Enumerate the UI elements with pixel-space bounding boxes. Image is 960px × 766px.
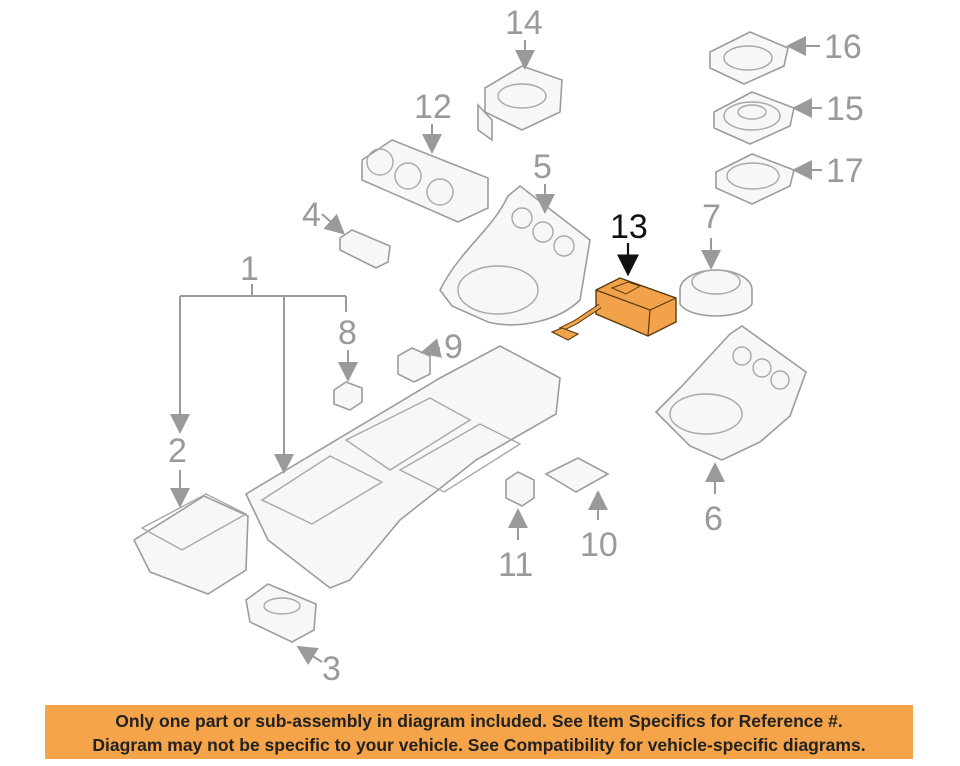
part-3-cup-holder — [245, 583, 323, 666]
callout-17: 17 — [826, 152, 864, 190]
callout-13: 13 — [610, 208, 648, 246]
part-14-shift-indicator — [477, 40, 563, 142]
part-13-control-module — [550, 243, 677, 341]
part-12-climate-control — [361, 124, 489, 223]
part-8-switch — [333, 350, 363, 411]
part-16-gasket — [709, 31, 820, 85]
part-10-plate — [544, 457, 610, 520]
part-11-switch — [505, 471, 535, 540]
disclaimer-banner: Only one part or sub-assembly in diagram… — [45, 705, 913, 759]
part-6-console-cover — [654, 325, 807, 494]
callout-2: 2 — [168, 432, 187, 470]
part-17-gasket — [715, 153, 822, 205]
callout-5: 5 — [533, 148, 552, 186]
callout-7: 7 — [702, 198, 721, 236]
callout-3: 3 — [322, 650, 341, 688]
part-4-switch — [321, 213, 391, 269]
part-1-center-console — [170, 284, 561, 589]
disclaimer-line-1: Only one part or sub-assembly in diagram… — [115, 711, 843, 731]
callout-14: 14 — [505, 4, 543, 42]
callout-10: 10 — [580, 526, 618, 564]
callout-4: 4 — [302, 196, 321, 234]
part-5-console-trim — [439, 184, 591, 326]
callout-16: 16 — [824, 28, 862, 66]
part-7-trim-ring — [679, 238, 753, 317]
part-15-shift-boot — [713, 91, 822, 145]
callout-8: 8 — [338, 314, 357, 352]
callout-12: 12 — [414, 88, 452, 126]
callout-15: 15 — [826, 90, 864, 128]
disclaimer-line-2: Diagram may not be specific to your vehi… — [92, 735, 866, 755]
callout-6: 6 — [704, 500, 723, 538]
part-2-storage-box — [132, 470, 249, 595]
callout-1: 1 — [240, 250, 259, 288]
parts-diagram: 14 12 4 5 16 15 17 13 7 1 8 9 2 6 10 11 … — [132, 4, 864, 688]
callout-11: 11 — [498, 546, 533, 584]
callout-9: 9 — [444, 328, 463, 366]
part-9-switch — [397, 338, 442, 383]
